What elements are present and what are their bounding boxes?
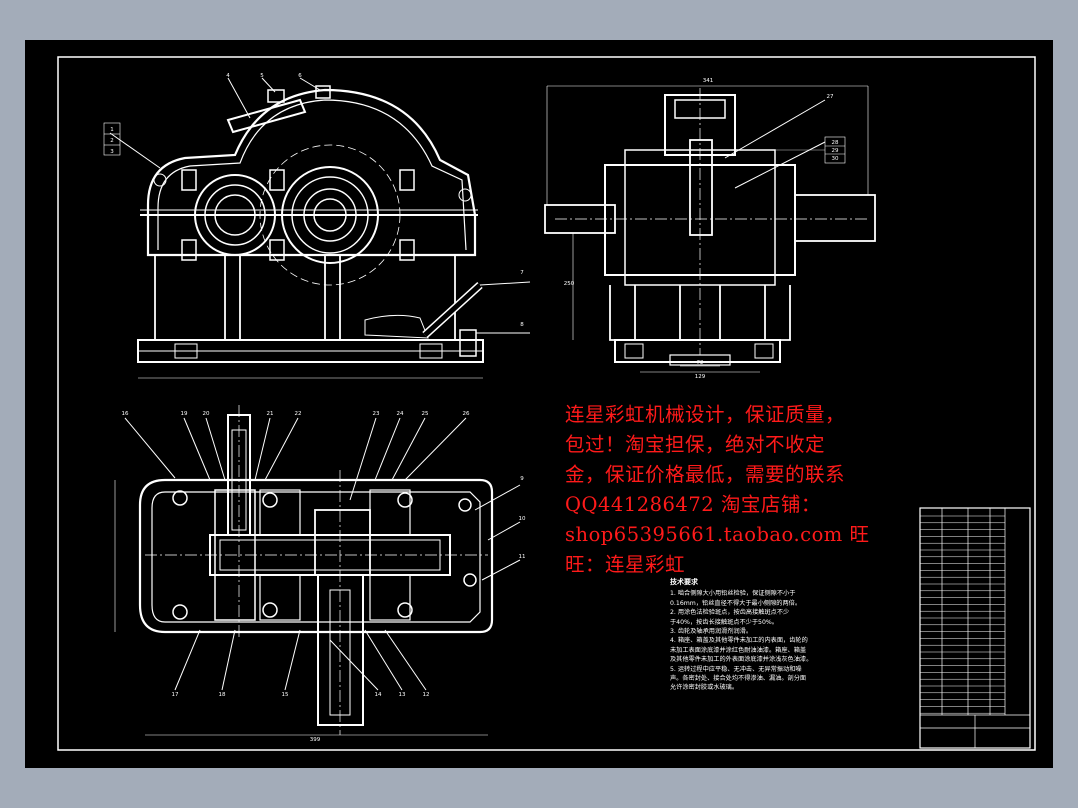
notes-line: 5. 运转过程中应平稳、无冲击、无异常振动和噪 [670,665,802,673]
notes-line: 于40%，按齿长接触斑点不少于50%。 [670,618,778,626]
drawing-sheet [25,40,1053,768]
plan-view [114,405,521,736]
part-label: 11 [519,554,526,560]
part-label: 3 [110,149,114,155]
notes-line: 4. 箱座、箱盖及其他零件未加工的内表面，齿轮的 [670,637,808,645]
watermark-line: 连星彩虹机械设计，保证质量， [565,403,846,426]
part-label: 9 [520,476,524,482]
part-label: 19 [181,411,188,417]
notes-line: 未加工表面涂底漆并涂红色耐油油漆。箱座、箱盖 [670,646,807,654]
watermark-line: 金，保证价格最低，需要的联系 [565,463,846,486]
dim-side-height: 250 [564,281,575,287]
part-label: 20 [203,411,210,417]
part-label: 15 [282,692,289,698]
part-label: 12 [423,692,430,698]
notes-line: 3. 齿轮及轴承用润滑剂润滑。 [670,628,753,636]
notes-line: 1. 啮合侧隙大小用铅丝检验，保证侧隙不小于 [670,590,796,598]
part-label: 22 [295,411,302,417]
notes-line: 及其他零件未加工的外表面涂底漆并涂浅灰色油漆。 [670,656,813,664]
watermark-line: shop65395661.taobao.com 旺 [565,523,870,546]
title-block [919,507,1031,749]
part-label: 27 [827,94,834,100]
part-label: 10 [519,516,526,522]
inner-frame [57,56,1036,751]
part-label: 13 [399,692,406,698]
part-label: 28 [832,140,839,146]
notes-line: 0.16mm，铅丝直径不得大于最小侧隙的两倍。 [670,599,802,607]
dim-side-width: 341 [703,78,714,84]
notes-title: 技术要求 [670,578,698,586]
part-label: 14 [375,692,382,698]
dim-side-base-inner: 72 [697,360,704,366]
part-label: 1 [110,127,114,133]
watermark-text: 连星彩虹机械设计，保证质量， 包过！淘宝担保，绝对不收定 金，保证价格最低，需要… [565,400,915,580]
watermark-line: QQ441286472 淘宝店铺： [565,493,821,516]
notes-line: 允许涂密封胶或水玻璃。 [670,684,739,692]
dim-plan-width: 399 [310,737,321,743]
watermark-line: 旺：连星彩虹 [565,553,686,576]
part-label: 6 [298,73,302,79]
technical-notes: 技术要求 1. 啮合侧隙大小用铅丝检验，保证侧隙不小于 0.16mm，铅丝直径不… [670,578,870,693]
part-label: 17 [172,692,179,698]
part-label: 5 [260,73,264,79]
part-label: 24 [397,411,404,417]
part-label: 29 [832,148,839,154]
part-label: 18 [219,692,226,698]
part-label: 8 [520,322,524,328]
watermark-line: 包过！淘宝担保，绝对不收定 [565,433,826,456]
part-label: 26 [463,411,470,417]
part-label: 2 [110,138,114,144]
part-label: 30 [832,156,839,162]
part-label: 25 [422,411,429,417]
notes-line: 2. 用涂色法检验斑点，按齿高接触斑点不少 [670,609,790,617]
notes-line: 声。各密封处、接合处均不得渗油、漏油。剖分面 [670,675,807,683]
part-label: 16 [122,411,129,417]
part-label: 4 [226,73,230,79]
part-label: 21 [267,411,274,417]
front-view [103,77,531,379]
dim-side-base: 129 [695,374,706,380]
part-label: 23 [373,411,380,417]
side-view [544,85,876,373]
part-label: 7 [520,270,524,276]
